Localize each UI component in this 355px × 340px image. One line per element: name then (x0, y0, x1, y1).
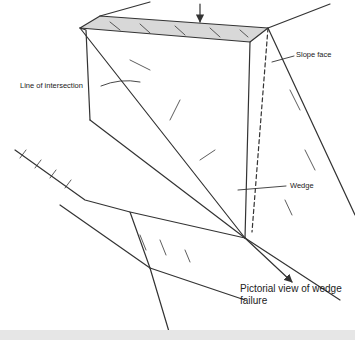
sketch-marks (285, 90, 315, 215)
hatching (110, 22, 248, 37)
wedge-edge (245, 42, 250, 238)
ground-hatching (20, 150, 71, 188)
bottom-band (0, 330, 355, 340)
bench-line (130, 212, 245, 300)
hidden-edge (252, 28, 268, 232)
leader-line (272, 56, 294, 62)
crest-line (268, 4, 330, 28)
crest-line (100, 2, 150, 16)
part-label: Slope face (296, 50, 331, 59)
part-label: Line of intersection (20, 81, 83, 90)
bench-line (150, 268, 170, 335)
intersection-arrow (80, 28, 292, 282)
part-label: Wedge (290, 181, 314, 190)
sketch-marks (140, 235, 190, 262)
load-arrow (199, 4, 200, 22)
wedge-edge (80, 28, 90, 120)
wedge-top (80, 16, 268, 42)
bench-line (60, 205, 150, 268)
leader-line (238, 186, 286, 190)
leader-line (101, 81, 140, 86)
caption-note: Pictorial view of wedge failure (240, 283, 348, 307)
slope-face-edge (268, 28, 355, 215)
